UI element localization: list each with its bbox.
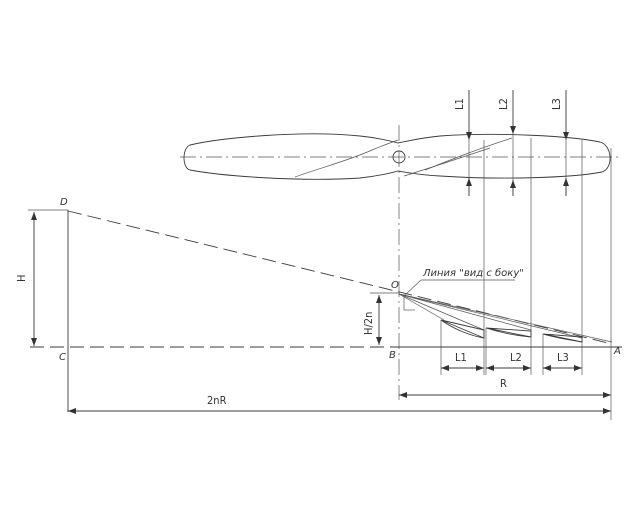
profile-l2 xyxy=(485,327,532,338)
bottom-station-dims: L1 L2 L3 xyxy=(440,320,582,375)
label-h-half: H/2n xyxy=(362,312,375,335)
label-l1-bottom: L1 xyxy=(455,351,467,364)
label-b: B xyxy=(389,350,396,361)
propeller-plan-view: L1 L2 L3 xyxy=(180,90,620,196)
section-arrows-l2 xyxy=(510,90,516,196)
radius-dimension: R xyxy=(399,377,611,398)
label-l3-top: L3 xyxy=(550,98,563,110)
label-d: D xyxy=(60,197,68,208)
side-view-note: Линия "вид с боку" xyxy=(403,267,524,311)
line-da xyxy=(67,210,613,345)
label-l2-bottom: L2 xyxy=(510,351,522,364)
label-a: A xyxy=(613,346,621,357)
label-l3-bottom: L3 xyxy=(557,351,569,364)
section-arrows-l1 xyxy=(466,90,472,196)
label-h: H xyxy=(15,275,28,282)
label-2nr: 2nR xyxy=(207,394,227,407)
section-arrows-l3 xyxy=(563,90,569,196)
label-l1-top: L1 xyxy=(453,98,466,110)
circumference-dimension: 2nR xyxy=(68,394,611,414)
profile-l1 xyxy=(440,319,485,339)
propeller-outline xyxy=(183,133,611,180)
section-profiles xyxy=(440,319,583,343)
label-l2-top: L2 xyxy=(497,98,510,110)
twist-curve-right-2 xyxy=(403,147,491,177)
label-c: C xyxy=(59,352,66,363)
half-pitch-dimension: H/2n O B A xyxy=(362,280,621,361)
section-rays xyxy=(398,293,613,343)
label-o: O xyxy=(391,280,399,291)
twist-curve-left xyxy=(294,139,399,178)
label-r: R xyxy=(500,377,507,390)
profile-l3 xyxy=(542,333,583,343)
side-view-label: Линия "вид с боку" xyxy=(422,267,524,279)
